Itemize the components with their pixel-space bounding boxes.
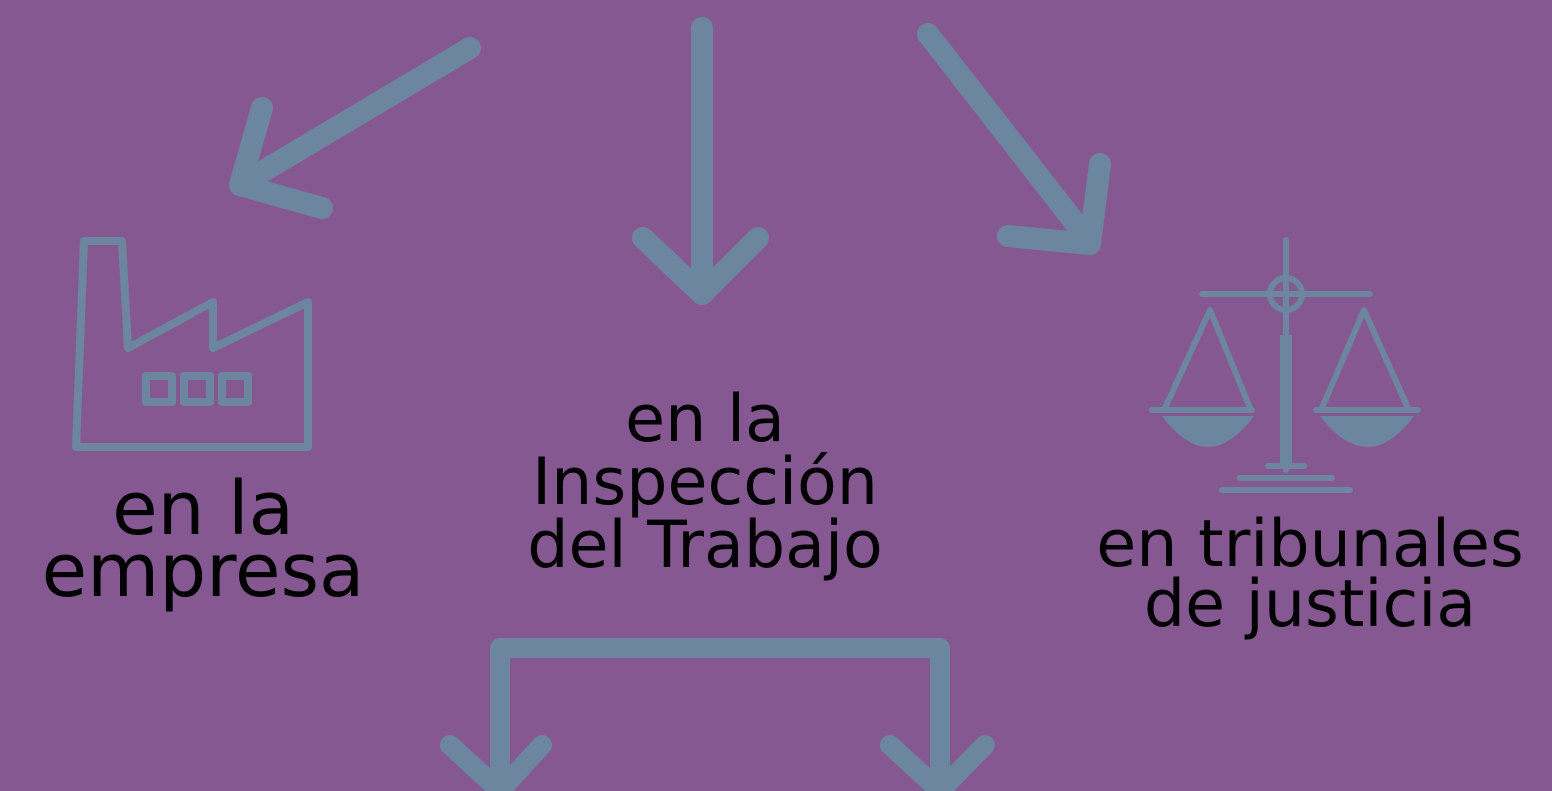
inspeccion-line-2: Inspección	[532, 445, 878, 520]
branch-arrow-right	[880, 735, 995, 791]
empresa-line-2: empresa	[41, 528, 365, 614]
tribunales-line-2: de justicia	[1143, 567, 1477, 642]
arrow-to-tribunales	[917, 23, 1111, 255]
inspeccion-line-3: del Trabajo	[527, 508, 883, 583]
arrow-to-empresa	[229, 37, 481, 219]
arrow-to-inspeccion	[632, 17, 769, 305]
tribunales-line-1: en tribunales	[1096, 507, 1524, 582]
branch-bracket	[490, 638, 950, 791]
bracket-branch-arrows	[440, 638, 995, 791]
scales-pans	[1162, 416, 1414, 447]
empresa-line-1: en la	[112, 466, 294, 552]
scales-of-justice-icon	[1149, 237, 1421, 493]
label-en-la-inspeccion-del-trabajo: en la Inspección del Trabajo	[505, 382, 905, 583]
label-en-la-empresa: en la empresa	[28, 466, 378, 614]
factory-icon	[72, 237, 312, 451]
branch-arrow-left	[440, 735, 552, 791]
inspeccion-line-1: en la	[625, 382, 785, 457]
label-en-tribunales-de-justicia: en tribunales de justicia	[1070, 507, 1550, 642]
